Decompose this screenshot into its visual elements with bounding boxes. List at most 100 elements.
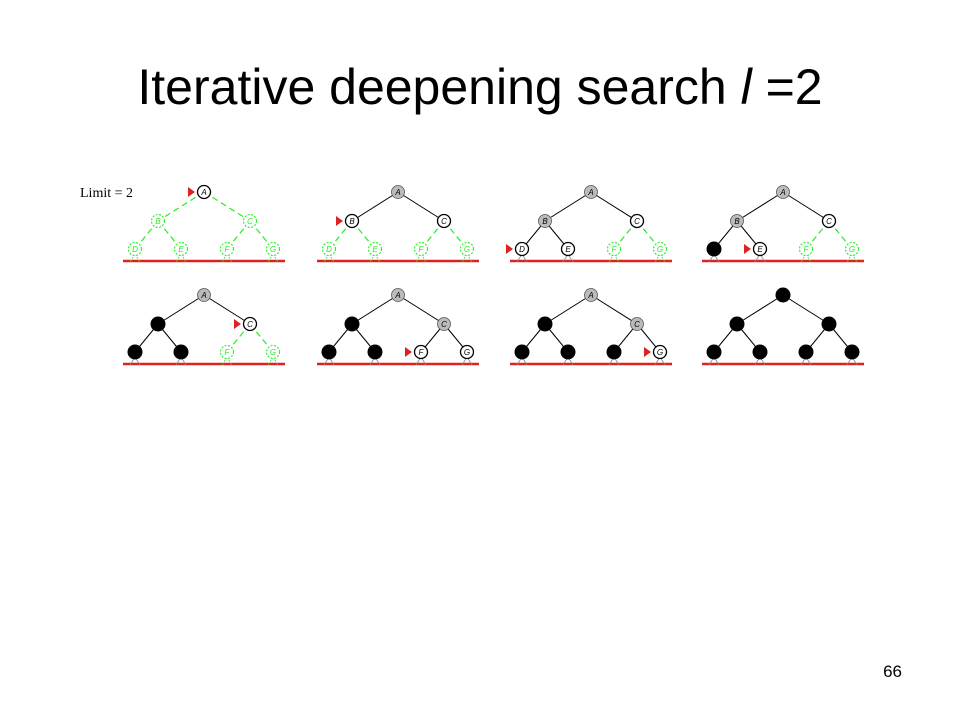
tree-edge	[397, 191, 445, 222]
tree-node-a	[391, 185, 405, 199]
tree-edge	[782, 294, 830, 325]
title-main: Iterative deepening search	[137, 59, 741, 115]
tree-node-g	[265, 241, 281, 257]
node-label-d: D	[519, 245, 525, 254]
node-label-b: B	[349, 217, 355, 226]
node-label-a: A	[587, 291, 593, 300]
slide-title: Iterative deepening search l =2	[0, 62, 960, 112]
tree-edge	[351, 294, 399, 325]
node-label-e: E	[757, 245, 763, 254]
tree-node-f	[413, 344, 429, 360]
tree-node-c	[242, 316, 258, 332]
tree-node-b	[730, 214, 744, 228]
tree-panel-1: A B C D E F G	[123, 184, 285, 263]
tree-node-b	[538, 214, 552, 228]
tree-node-d	[514, 241, 530, 257]
tree-node-g	[265, 344, 281, 360]
tree-node-c	[242, 213, 258, 229]
page-number: 66	[883, 662, 902, 681]
tree-node-d	[514, 344, 530, 360]
tree-node-f	[219, 241, 235, 257]
current-node-pointer-icon	[336, 216, 343, 226]
tree-edge	[736, 191, 784, 222]
tree-node-a	[776, 185, 790, 199]
node-label-g: G	[464, 348, 470, 357]
tree-panel-7: A C G	[510, 288, 672, 366]
current-node-pointer-icon	[188, 187, 195, 197]
node-label-c: C	[441, 320, 447, 329]
tree-node-a	[584, 185, 598, 199]
current-node-pointer-icon	[405, 347, 412, 357]
tree-node-f	[798, 241, 814, 257]
tree-node-f	[798, 344, 814, 360]
tree-node-g	[652, 344, 668, 360]
node-label-a: A	[200, 188, 206, 197]
node-label-f: F	[612, 245, 618, 254]
node-label-c: C	[634, 217, 640, 226]
tree-node-e	[752, 241, 768, 257]
current-node-pointer-icon	[506, 244, 513, 254]
tree-node-c	[436, 213, 452, 229]
tree-node-d	[706, 344, 722, 360]
title-variable: l	[740, 59, 752, 115]
tree-node-b	[150, 213, 166, 229]
node-label-b: B	[734, 217, 740, 226]
node-label-b: B	[155, 217, 161, 226]
tree-node-e	[367, 344, 383, 360]
limit-label: Limit = 2	[80, 186, 133, 201]
tree-node-b	[537, 316, 553, 332]
tree-edge	[351, 191, 399, 222]
node-label-g: G	[270, 245, 276, 254]
tree-node-a	[584, 288, 598, 302]
node-label-f: F	[804, 245, 810, 254]
node-label-f: F	[419, 245, 425, 254]
tree-edge	[544, 191, 592, 222]
node-label-b: B	[542, 217, 548, 226]
node-label-f: F	[225, 245, 231, 254]
node-label-g: G	[657, 245, 663, 254]
node-label-g: G	[657, 348, 663, 357]
tree-node-d	[321, 344, 337, 360]
tree-node-e	[367, 241, 383, 257]
node-label-a: A	[394, 291, 400, 300]
tree-edge	[544, 294, 592, 325]
node-label-a: A	[587, 188, 593, 197]
tree-node-a	[775, 287, 791, 303]
tree-node-g	[459, 344, 475, 360]
node-label-d: D	[132, 245, 138, 254]
node-label-e: E	[178, 245, 184, 254]
tree-node-f	[413, 241, 429, 257]
tree-node-b	[150, 316, 166, 332]
title-suffix: =2	[751, 59, 823, 115]
current-node-pointer-icon	[234, 319, 241, 329]
node-label-g: G	[270, 348, 276, 357]
node-label-g: G	[464, 245, 470, 254]
node-label-f: F	[419, 348, 425, 357]
tree-node-c	[629, 213, 645, 229]
tree-edge	[782, 191, 830, 222]
current-node-pointer-icon	[744, 244, 751, 254]
node-label-c: C	[634, 320, 640, 329]
tree-node-f	[219, 344, 235, 360]
current-node-pointer-icon	[644, 347, 651, 357]
node-label-d: D	[326, 245, 332, 254]
tree-node-g	[459, 241, 475, 257]
tree-panel-8	[702, 287, 864, 366]
tree-edge	[590, 294, 638, 325]
node-label-c: C	[247, 217, 253, 226]
tree-edge	[590, 191, 638, 222]
tree-node-b	[729, 316, 745, 332]
node-label-c: C	[826, 217, 832, 226]
tree-node-c	[821, 213, 837, 229]
tree-node-e	[173, 241, 189, 257]
tree-node-f	[606, 344, 622, 360]
tree-node-b	[344, 316, 360, 332]
tree-edge	[736, 294, 784, 325]
node-label-e: E	[372, 245, 378, 254]
